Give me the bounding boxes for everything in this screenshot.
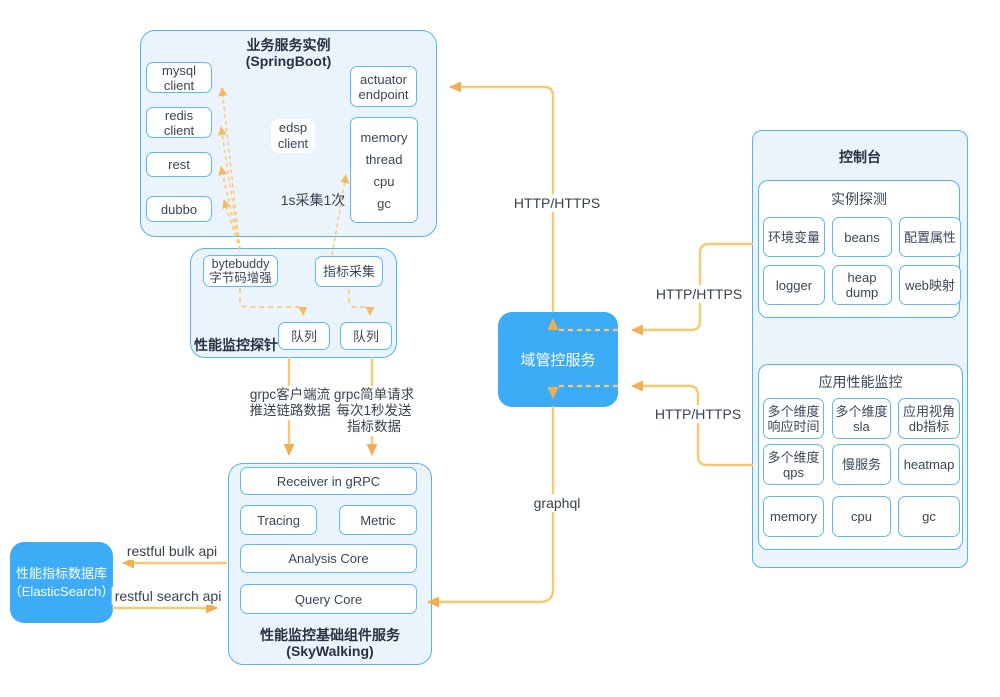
metric-thread: thread (365, 151, 403, 167)
analysis-core-box: Analysis Core (240, 544, 417, 573)
runtime-metrics-box: memory thread cpu gc (350, 117, 418, 223)
label-http-actuator: HTTP/HTTPS (510, 194, 604, 212)
cell-logger: logger (763, 265, 825, 305)
label-grpc-request: grpc简单请求 每次1秒发送 指标数据 (330, 386, 418, 436)
edge-bytebuddy-to-dubbo (222, 199, 241, 251)
domain-control-label: 域管控服务 (520, 352, 596, 369)
skywalking-title: 性能监控基础组件服务 (260, 627, 400, 643)
metric-box: Metric (339, 505, 417, 535)
metric-gc: gc (377, 195, 391, 211)
bytebuddy-box: bytebuddy 字节码增强 (203, 255, 278, 287)
edge-domain-internal-up (547, 318, 618, 332)
edge-collector-to-metrics (331, 174, 350, 256)
cell-gc: gc (898, 496, 960, 537)
edge-bytebuddy-to-queue (239, 288, 308, 316)
label-http-console-bottom: HTTP/HTTPS (651, 405, 745, 423)
queue-right-box: 队列 (340, 322, 392, 350)
label-http-console-top: HTTP/HTTPS (652, 285, 746, 303)
elasticsearch-subtitle: （ElasticSearch） (8, 583, 115, 599)
instance-probe-title: 实例探测 (831, 191, 887, 207)
probe-title: 性能监控探针 (194, 337, 278, 353)
redis-client-box: redis client (146, 107, 212, 138)
metric-memory: memory (360, 129, 408, 145)
cell-heatmap: heatmap (898, 444, 960, 485)
apm-title: 应用性能监控 (818, 374, 903, 390)
edge-console-bottom-to-domain (631, 380, 754, 467)
metric-collector-box: 指标采集 (315, 256, 383, 287)
edge-domain-internal-down (547, 384, 618, 399)
label-search-api: restful search api (111, 587, 225, 605)
dubbo-box: dubbo (146, 196, 212, 222)
edge-bytebuddy-to-redis (217, 126, 241, 251)
cell-beans: beans (832, 217, 892, 257)
cell-web-mapping: web映射 (899, 265, 961, 305)
cell-config-props: 配置属性 (899, 217, 961, 257)
cell-memory: memory (763, 496, 824, 537)
edge-collector-to-queue (348, 289, 375, 316)
rest-box: rest (146, 152, 212, 177)
cell-response-time: 多个维度 响应时间 (763, 398, 824, 439)
edge-domain-to-querycore (427, 405, 555, 608)
sample-rate-note: 1s采集1次 (280, 192, 346, 208)
edge-domain-to-actuator (449, 81, 555, 313)
elasticsearch-box: 性能指标数据库 （ElasticSearch） (8, 542, 115, 623)
cell-env-vars: 环境变量 (763, 217, 825, 257)
tracing-box: Tracing (240, 505, 317, 535)
label-grpc-stream: grpc客户端流 推送链路数据 (246, 386, 334, 420)
queue-left-box: 队列 (278, 322, 330, 350)
springboot-subtitle: (SpringBoot) (245, 53, 332, 69)
metric-cpu: cpu (373, 173, 395, 189)
cell-db-metrics: 应用视角 db指标 (898, 398, 960, 439)
cell-heap-dump: heap dump (832, 265, 892, 305)
label-bulk-api: restful bulk api (123, 542, 221, 560)
receiver-box: Receiver in gRPC (240, 467, 417, 495)
cell-slow-service: 慢服务 (832, 444, 891, 485)
springboot-title: 业务服务实例 (246, 37, 331, 53)
label-graphql: graphql (530, 494, 584, 512)
cell-qps: 多个维度 qps (763, 444, 824, 485)
skywalking-subtitle: (SkyWalking) (286, 643, 374, 659)
elasticsearch-title: 性能指标数据库 (15, 565, 107, 581)
cell-cpu: cpu (832, 496, 891, 537)
cell-sla: 多个维度 sla (832, 398, 891, 439)
edge-bytebuddy-to-mysql (218, 87, 241, 251)
query-core-box: Query Core (240, 584, 417, 614)
edsp-client-box: edsp client (271, 119, 315, 153)
actuator-endpoint-box: actuator endpoint (350, 66, 417, 107)
mysql-client-box: mysql client (146, 62, 212, 93)
console-title: 控制台 (839, 149, 881, 165)
edge-bytebuddy-to-rest (218, 166, 241, 251)
